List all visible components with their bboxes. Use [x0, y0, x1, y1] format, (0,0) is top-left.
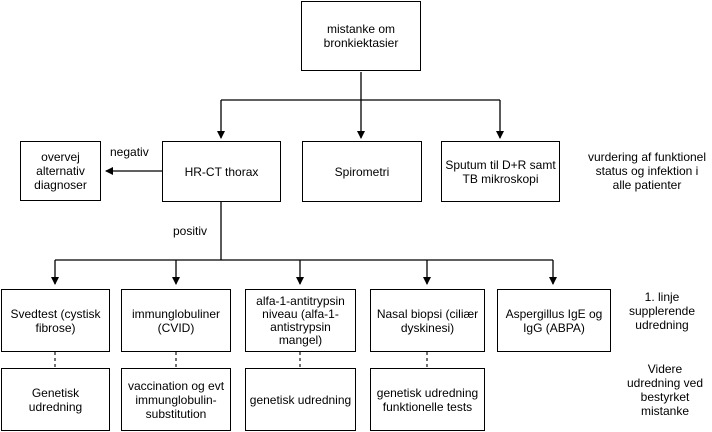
node-overvej-alternativ: overvej alternativ diagnoser: [20, 141, 101, 201]
node-nasal-biopsi: Nasal biopsi (ciliær dyskinesi): [370, 289, 485, 352]
node-genetisk-udredning: Genetisk udredning: [1, 368, 110, 431]
node-alfa-1-antitrypsin: alfa-1-antitrypsin niveau (alfa-1- antis…: [245, 289, 356, 352]
edge-label-negativ: negativ: [110, 145, 149, 159]
note-1-linje: 1. linje supplerende udredning: [628, 290, 696, 332]
node-sputum: Sputum til D+R samt TB mikroskopi: [441, 141, 560, 202]
node-genetisk-udredning-nasal: genetisk udredning funktionelle tests: [370, 368, 485, 431]
node-mistanke: mistanke om bronkiektasier: [301, 1, 421, 71]
node-svedtest: Svedtest (cystisk fibrose): [1, 289, 110, 352]
node-hrct-thorax: HR-CT thorax: [162, 141, 281, 202]
node-spirometri: Spirometri: [302, 141, 422, 202]
note-vurdering: vurdering af funktionel status og infekt…: [587, 150, 707, 192]
node-immunglobuliner: immunglobuliner (CVID): [121, 289, 231, 352]
edge-label-positiv: positiv: [173, 224, 208, 238]
node-aspergillus: Aspergillus IgE og IgG (ABPA): [497, 289, 611, 352]
node-vaccination: vaccination og evt immunglobulin- substi…: [121, 368, 231, 431]
note-videre-udredning: Videre udredning ved bestyrket mistanke: [626, 362, 704, 418]
node-genetisk-udredning-alfa: genetisk udredning: [245, 368, 356, 431]
